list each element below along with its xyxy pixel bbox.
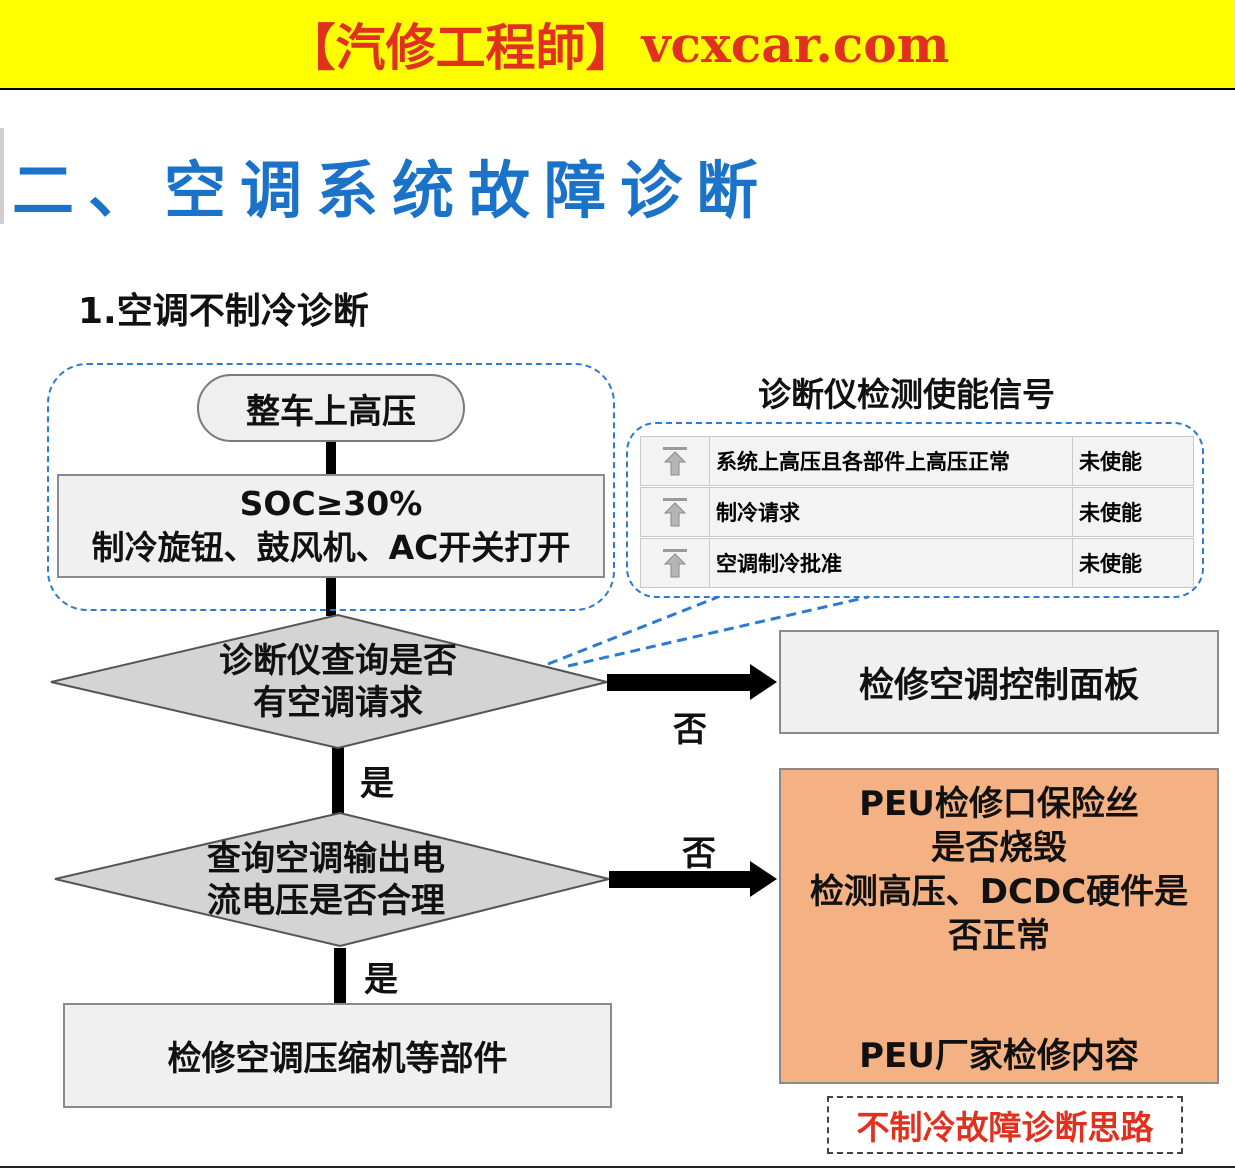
startup-group [47, 363, 615, 611]
callout-line-1 [547, 595, 719, 666]
signal-status: 未使能 [1079, 552, 1142, 576]
left-accent [0, 128, 4, 224]
arrow-head-2 [750, 861, 777, 897]
header-banner: 【汽修工程師】 vcxcar.com [0, 0, 1235, 90]
arrow-shaft-2 [609, 871, 752, 888]
peu-line2: 是否烧毁 [931, 828, 1067, 868]
signal-title: 诊断仪检测使能信号 [758, 375, 1055, 414]
decision2-line1: 查询空调输出电 [207, 839, 445, 879]
signal-row: 空调制冷批准 未使能 [640, 538, 1194, 588]
no-label-1: 否 [673, 710, 707, 750]
signal-row: 系统上高压且各部件上高压正常 未使能 [640, 436, 1194, 486]
no-label-2: 否 [682, 834, 716, 874]
signal-table: 系统上高压且各部件上高压正常 未使能 制冷请求 未使能 空调制冷批准 未使能 [640, 436, 1194, 589]
peu-check-group: PEU检修口保险丝 是否烧毁 检测高压、DCDC硬件是 否正常 [781, 782, 1217, 958]
compressor-action-box: 检修空调压缩机等部件 [63, 1003, 612, 1108]
start-node: 整车上高压 [197, 374, 465, 442]
diagram-caption: 不制冷故障诊断思路 [827, 1096, 1183, 1154]
upload-arrow-icon [641, 437, 710, 485]
peu-line1: PEU检修口保险丝 [859, 784, 1139, 824]
connector-condition-decision1 [326, 578, 336, 616]
signal-name: 系统上高压且各部件上高压正常 [710, 437, 1073, 485]
yes-label-1: 是 [360, 764, 394, 804]
site-name: vcxcar.com [641, 14, 950, 74]
upload-arrow-icon [641, 488, 710, 536]
bottom-rule [0, 1166, 1235, 1168]
condition-line1: SOC≥30% [239, 484, 423, 523]
section-title: 1.空调不制冷诊断 [78, 291, 369, 332]
peu-vendor-line: PEU厂家检修内容 [859, 1036, 1139, 1076]
start-label: 整车上高压 [246, 391, 416, 432]
upload-arrow-icon [641, 539, 710, 587]
peu-action-box: PEU检修口保险丝 是否烧毁 检测高压、DCDC硬件是 否正常 PEU厂家检修内… [779, 768, 1219, 1084]
compressor-action-label: 检修空调压缩机等部件 [167, 1039, 508, 1079]
arrow-shaft-1 [607, 674, 752, 691]
peu-line4: 否正常 [948, 916, 1050, 956]
decision1-line1: 诊断仪查询是否 [219, 641, 457, 681]
signal-status: 未使能 [1079, 501, 1142, 525]
callout-line-2 [567, 595, 869, 668]
panel-action-box: 检修空调控制面板 [779, 630, 1219, 734]
connector-start-condition [326, 442, 336, 474]
caption-label: 不制冷故障诊断思路 [856, 1108, 1154, 1147]
condition-box: SOC≥30% 制冷旋钮、鼓风机、AC开关打开 [57, 474, 605, 578]
signal-status: 未使能 [1079, 450, 1142, 474]
condition-line2: 制冷旋钮、鼓风机、AC开关打开 [91, 528, 571, 567]
decision1-text: 诊断仪查询是否 有空调请求 [150, 640, 526, 724]
signal-row: 制冷请求 未使能 [640, 487, 1194, 537]
signal-name: 空调制冷批准 [710, 539, 1073, 587]
decision1-line2: 有空调请求 [253, 683, 423, 723]
yes-label-2: 是 [364, 960, 398, 1000]
decision2-text: 查询空调输出电 流电压是否合理 [138, 838, 514, 922]
connector-decision2-compressor [334, 948, 346, 1003]
signal-name: 制冷请求 [710, 488, 1073, 536]
decision2-line2: 流电压是否合理 [207, 881, 445, 921]
arrow-head-1 [750, 664, 777, 700]
page-title: 二、空调系统故障诊断 [12, 154, 773, 227]
panel-action-label: 检修空调控制面板 [858, 665, 1139, 706]
connector-decision1-decision2 [332, 746, 344, 814]
brand-name: 【汽修工程師】 [285, 19, 636, 77]
signal-group [626, 422, 1204, 598]
peu-line3: 检测高压、DCDC硬件是 [809, 872, 1189, 912]
